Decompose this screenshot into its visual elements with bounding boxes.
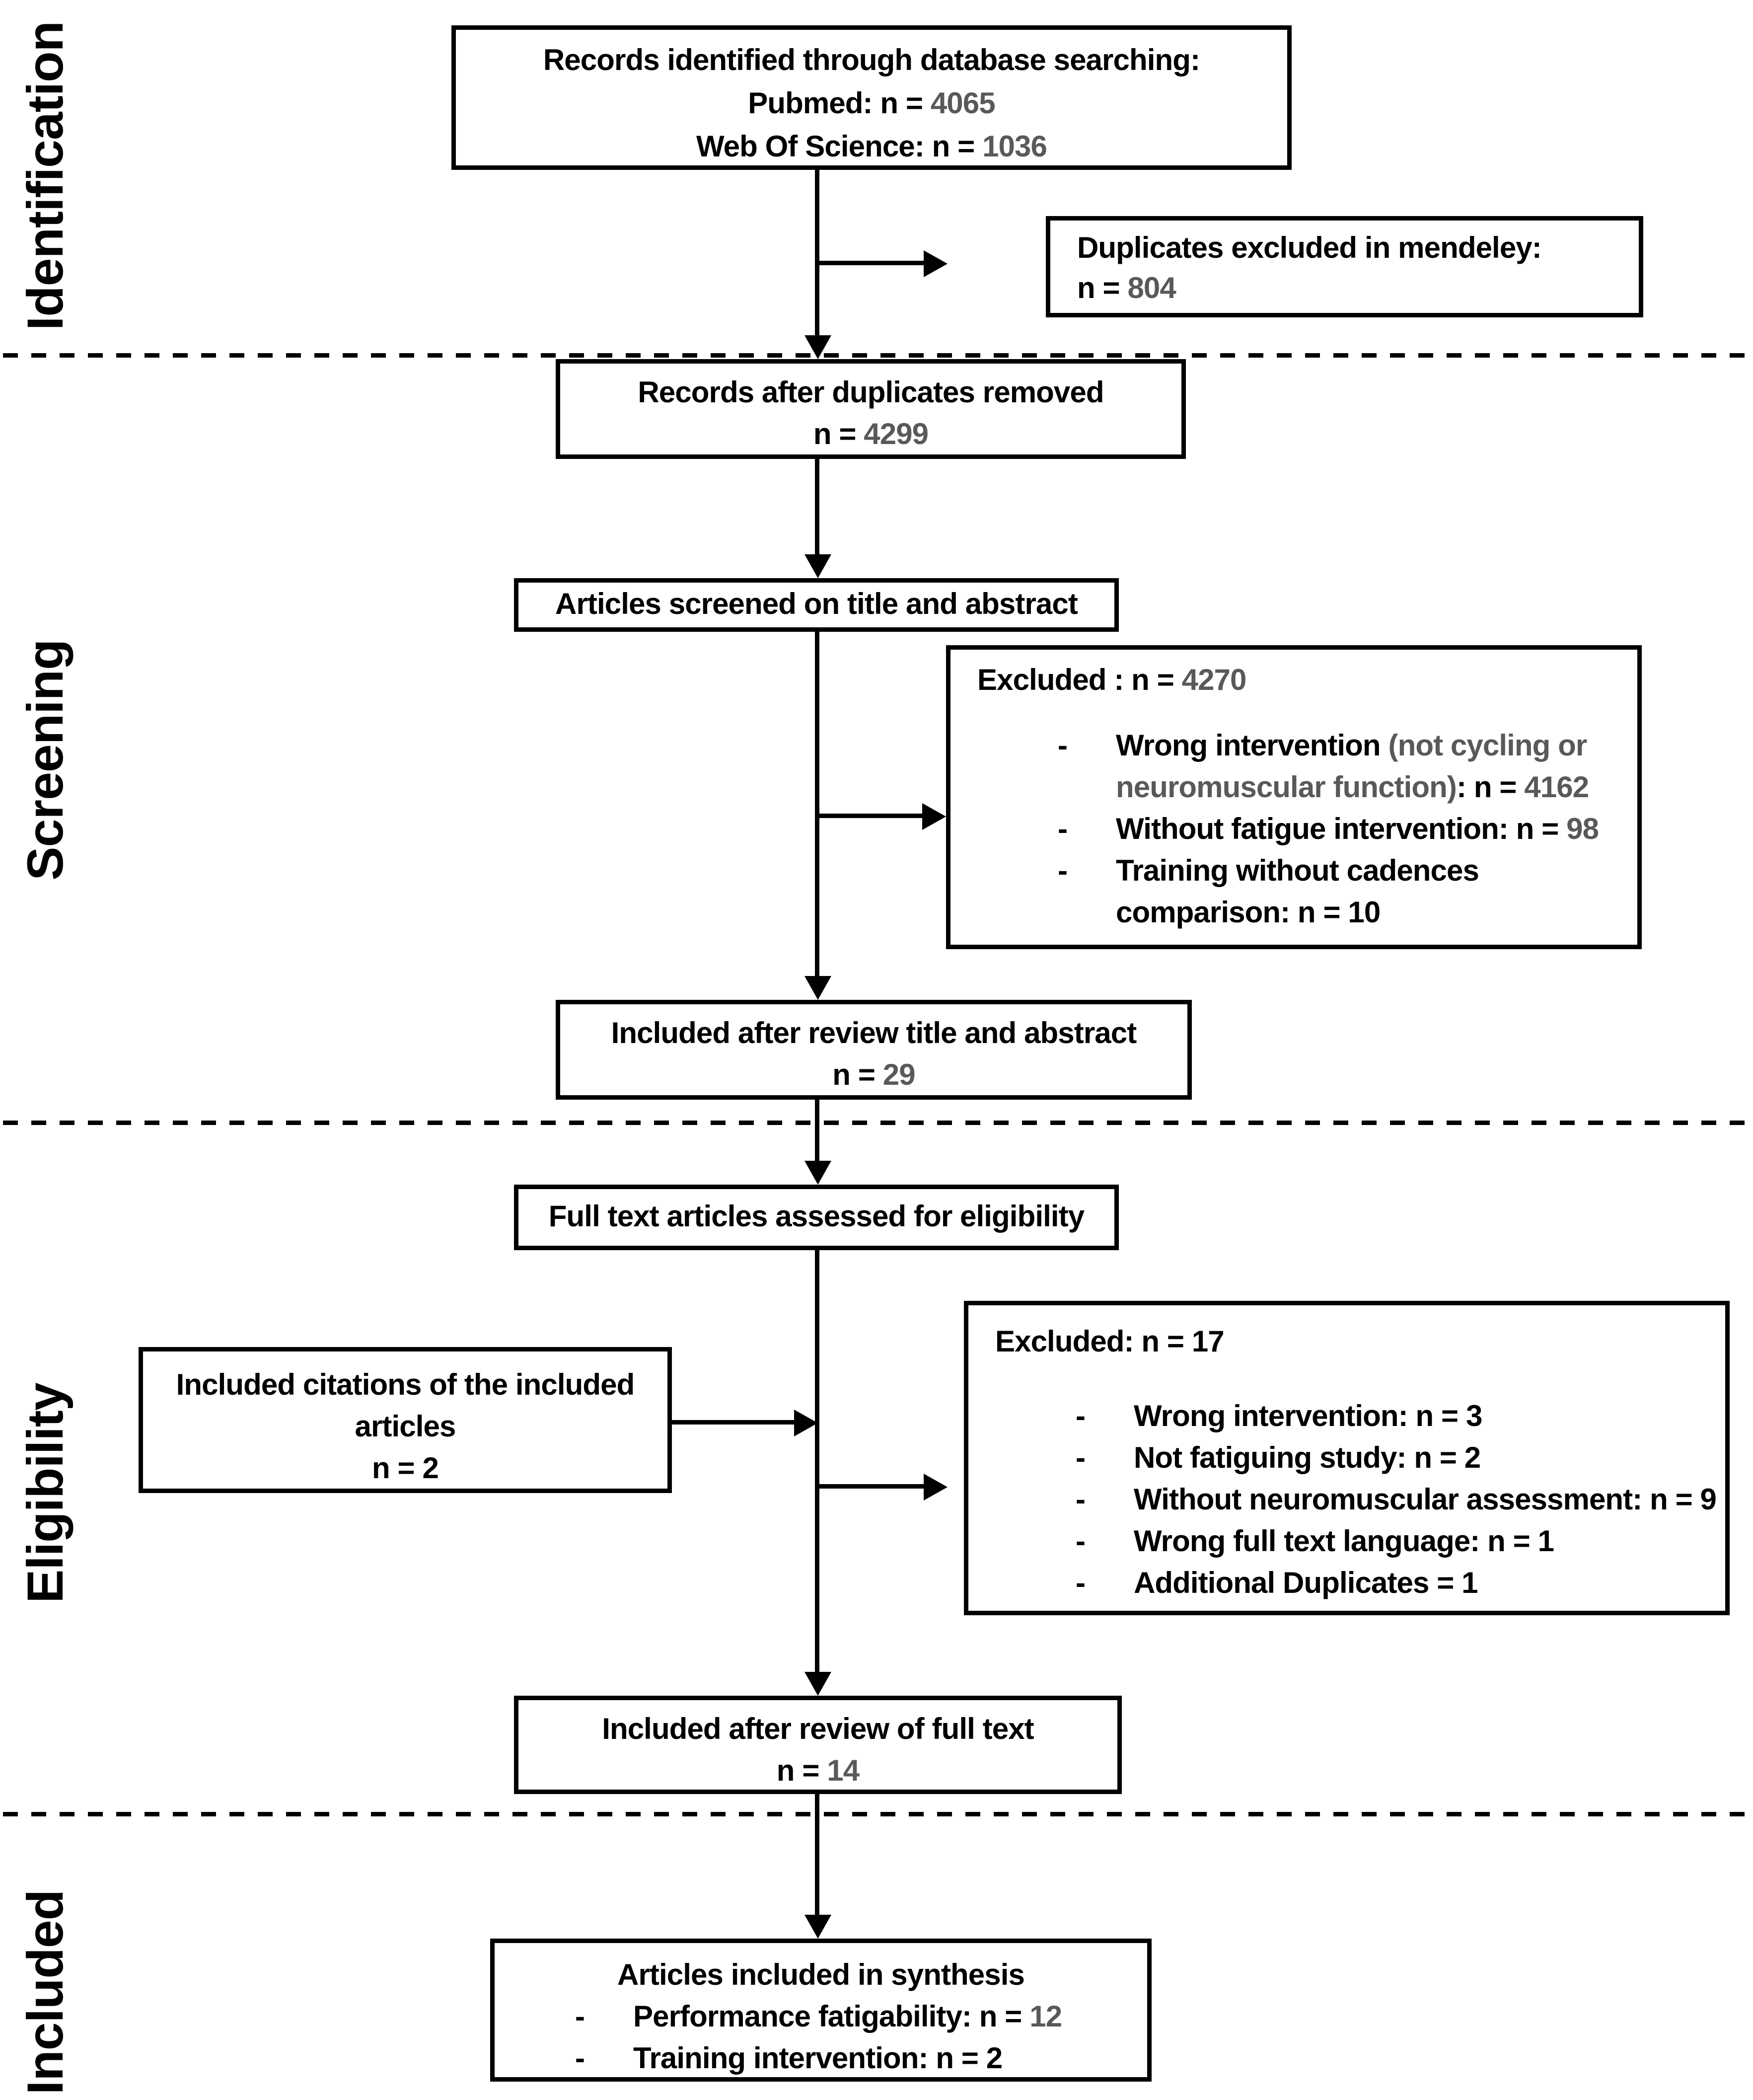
included-title-count-line: n = 29 xyxy=(832,1059,916,1092)
box-articles-screened: Articles screened on title and abstract xyxy=(514,578,1119,632)
phase-label-screening: Screening xyxy=(18,639,74,881)
box-title: Included after review title and abstract xyxy=(611,1018,1137,1050)
separator-screening-eligibility xyxy=(3,1121,1751,1125)
excluded-reason-line: - Wrong intervention: n = 3 xyxy=(1076,1401,1482,1433)
excluded-reason-line: comparison: n = 10 xyxy=(1116,897,1381,930)
excluded-reason-line: - Not fatiguing study: n = 2 xyxy=(1076,1442,1481,1475)
box-title: Articles screened on title and abstract xyxy=(555,589,1078,621)
records-after-count-value: 4299 xyxy=(864,419,929,451)
duplicates-count-value: 804 xyxy=(1127,273,1176,305)
included-fulltext-count-line: n = 14 xyxy=(776,1755,860,1788)
connector-fulltext-to-included xyxy=(815,1250,819,1672)
excluded-reason-line: neuromuscular function): n = 4162 xyxy=(1116,772,1589,805)
arrowhead-right-icon xyxy=(924,1474,948,1500)
arrowhead-down-icon xyxy=(804,554,831,578)
excluded-fulltext-header: Excluded: n = 17 xyxy=(995,1326,1225,1359)
connector-branch-excluded-fulltext xyxy=(818,1484,924,1489)
included-title-count-value: 29 xyxy=(882,1059,916,1092)
box-included-citations: Included citations of the included artic… xyxy=(139,1347,672,1493)
box-title: Records after duplicates removed xyxy=(638,377,1104,410)
arrowhead-right-icon xyxy=(924,250,948,277)
connector-dedup-to-screened xyxy=(815,459,819,554)
box-excluded-screening: Excluded : n = 4270 - Wrong intervention… xyxy=(946,645,1642,949)
arrowhead-down-icon xyxy=(804,976,831,1000)
phase-label-identification: Identification xyxy=(18,21,74,331)
excluded-reason-line: - Without neuromuscular assessment: n = … xyxy=(1076,1484,1717,1517)
excluded-reason-line: - Without fatigue intervention: n = 98 xyxy=(1058,814,1599,846)
arrowhead-down-icon xyxy=(804,1915,831,1939)
separator-eligibility-included xyxy=(3,1812,1751,1816)
arrowhead-down-icon xyxy=(804,335,831,359)
wos-count-value: 1036 xyxy=(982,131,1047,164)
phase-label-eligibility: Eligibility xyxy=(18,1383,74,1603)
separator-identification-screening xyxy=(3,353,1751,358)
box-fulltext-assessed: Full text articles assessed for eligibil… xyxy=(514,1185,1119,1250)
box-title: Included citations of the included xyxy=(176,1369,635,1402)
box-included-fulltext: Included after review of full text n = 1… xyxy=(514,1696,1122,1794)
connector-included-to-fulltext xyxy=(815,1100,819,1161)
arrowhead-right-icon xyxy=(922,803,946,830)
box-records-identified: Records identified through database sear… xyxy=(451,25,1292,170)
box-title: Articles included in synthesis xyxy=(617,1959,1025,1992)
records-after-count-line: n = 4299 xyxy=(813,419,929,451)
spacer xyxy=(995,1363,1725,1396)
connector-included-to-synthesis xyxy=(815,1794,819,1915)
pubmed-count-line: Pubmed: n = 4065 xyxy=(748,88,996,121)
citations-count-line: n = 2 xyxy=(372,1453,439,1486)
wos-count-line: Web Of Science: n = 1036 xyxy=(696,131,1047,164)
box-title: Records identified through database sear… xyxy=(543,45,1200,77)
spacer xyxy=(977,702,1637,726)
arrowhead-down-icon xyxy=(804,1161,831,1185)
connector-records-to-dedup xyxy=(815,170,819,335)
arrowhead-right-icon xyxy=(794,1410,818,1436)
excluded-screening-count: 4270 xyxy=(1181,665,1247,697)
pubmed-count-value: 4065 xyxy=(930,88,996,121)
connector-branch-duplicates xyxy=(818,261,924,265)
box-title: Included after review of full text xyxy=(602,1714,1034,1746)
performance-fatigability-value: 12 xyxy=(1029,2001,1062,2034)
duplicates-count-line: n = 804 xyxy=(1077,273,1176,305)
phase-label-included: Included xyxy=(18,1889,74,2095)
excluded-reason-line: - Wrong intervention (not cycling or xyxy=(1058,730,1587,763)
synthesis-line: - Training intervention: n = 2 xyxy=(575,2043,1003,2076)
box-title: Duplicates excluded in mendeley: xyxy=(1077,232,1542,265)
connector-screened-to-included xyxy=(815,632,819,976)
box-title: Full text articles assessed for eligibil… xyxy=(548,1201,1085,1234)
box-records-after-duplicates: Records after duplicates removed n = 429… xyxy=(556,359,1186,459)
box-excluded-fulltext: Excluded: n = 17 - Wrong intervention: n… xyxy=(964,1301,1730,1615)
synthesis-line: - Performance fatigability: n = 12 xyxy=(575,2001,1062,2034)
box-duplicates-excluded: Duplicates excluded in mendeley: n = 804 xyxy=(1046,216,1643,317)
arrowhead-down-icon xyxy=(804,1672,831,1696)
connector-branch-excluded-screening xyxy=(818,814,922,818)
box-synthesis: Articles included in synthesis - Perform… xyxy=(490,1939,1152,2082)
excluded-reason-line: - Additional Duplicates = 1 xyxy=(1076,1568,1478,1600)
excluded-reason-line: - Training without cadences xyxy=(1058,855,1479,888)
box-included-title-abstract: Included after review title and abstract… xyxy=(556,1000,1192,1100)
connector-citations-in xyxy=(672,1420,794,1425)
included-fulltext-count-value: 14 xyxy=(827,1755,860,1788)
excluded-screening-header: Excluded : n = 4270 xyxy=(977,665,1247,697)
excluded-reason-line: - Wrong full text language: n = 1 xyxy=(1076,1526,1554,1559)
